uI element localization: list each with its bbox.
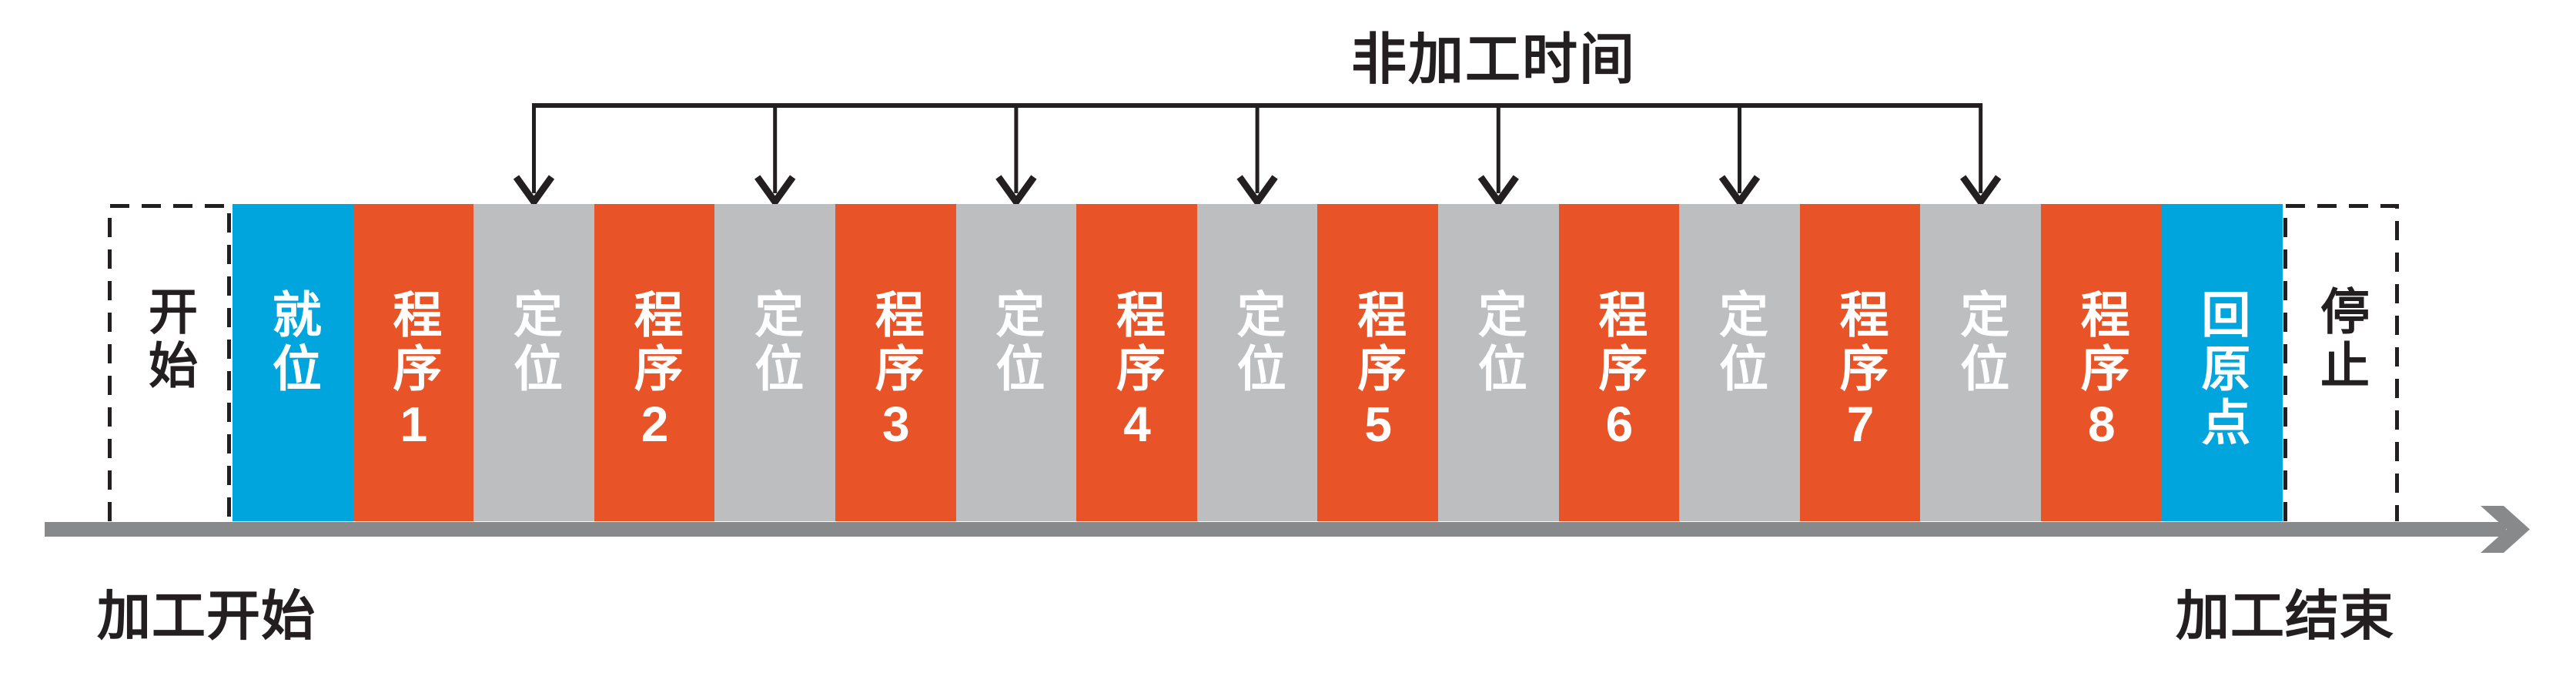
block-label: 程序6 [1591, 289, 1648, 457]
time-axis-arrowhead-icon [2481, 506, 2530, 553]
block-label: 程序7 [1832, 289, 1889, 457]
block-return-16: 回原点 [2161, 204, 2283, 521]
bracket-arrowhead-icon-2 [754, 175, 796, 208]
block-label: 程序4 [1109, 289, 1165, 457]
stop-block: 停止 [2283, 204, 2399, 521]
axis-end-label: 加工结束 [2176, 586, 2394, 646]
block-label: 定位 [1470, 289, 1527, 397]
block-program-7: 程序4 [1076, 204, 1198, 521]
time-axis-shaft [45, 522, 2506, 537]
block-program-5: 程序3 [835, 204, 957, 521]
bracket-arrowhead-icon-4 [1236, 175, 1278, 208]
block-program-9: 程序5 [1317, 204, 1439, 521]
block-label: 定位 [989, 289, 1045, 397]
block-program-1: 程序1 [353, 204, 475, 521]
axis-start-label: 加工开始 [97, 586, 316, 646]
block-ready-0: 就位 [233, 204, 354, 521]
block-program-15: 程序8 [2041, 204, 2163, 521]
block-program-3: 程序2 [594, 204, 716, 521]
non-machining-time-title: 非加工时间 [1350, 29, 1637, 91]
bracket-arrowhead-icon-6 [1718, 175, 1761, 208]
start-block-label: 开始 [142, 286, 197, 393]
block-label: 程序2 [627, 289, 683, 457]
stop-block-label: 停止 [2313, 286, 2369, 393]
block-label: 回原点 [2194, 289, 2250, 450]
block-positioning-14: 定位 [1920, 204, 2042, 521]
bracket-arrowhead-icon-3 [995, 175, 1037, 208]
block-label: 就位 [265, 289, 321, 397]
block-label: 程序1 [386, 289, 442, 457]
block-label: 定位 [748, 289, 804, 397]
block-program-11: 程序6 [1558, 204, 1681, 521]
block-label: 定位 [506, 289, 562, 397]
bracket-arrowhead-icon-7 [1960, 175, 2002, 208]
block-label: 定位 [1711, 289, 1768, 397]
block-label: 程序5 [1350, 289, 1407, 457]
block-positioning-4: 定位 [714, 204, 836, 521]
block-positioning-6: 定位 [955, 204, 1078, 521]
start-block: 开始 [108, 204, 231, 521]
block-positioning-10: 定位 [1438, 204, 1560, 521]
block-positioning-8: 定位 [1196, 204, 1319, 521]
bracket-arrowhead-icon-5 [1477, 175, 1519, 208]
block-label: 程序3 [868, 289, 924, 457]
block-label: 定位 [1229, 289, 1286, 397]
block-label: 定位 [1953, 289, 2009, 397]
block-positioning-2: 定位 [473, 204, 595, 521]
block-label: 程序8 [2073, 289, 2129, 457]
block-positioning-12: 定位 [1679, 204, 1801, 521]
block-program-13: 程序7 [1799, 204, 1922, 521]
bracket-arrowhead-icon-1 [513, 175, 555, 208]
